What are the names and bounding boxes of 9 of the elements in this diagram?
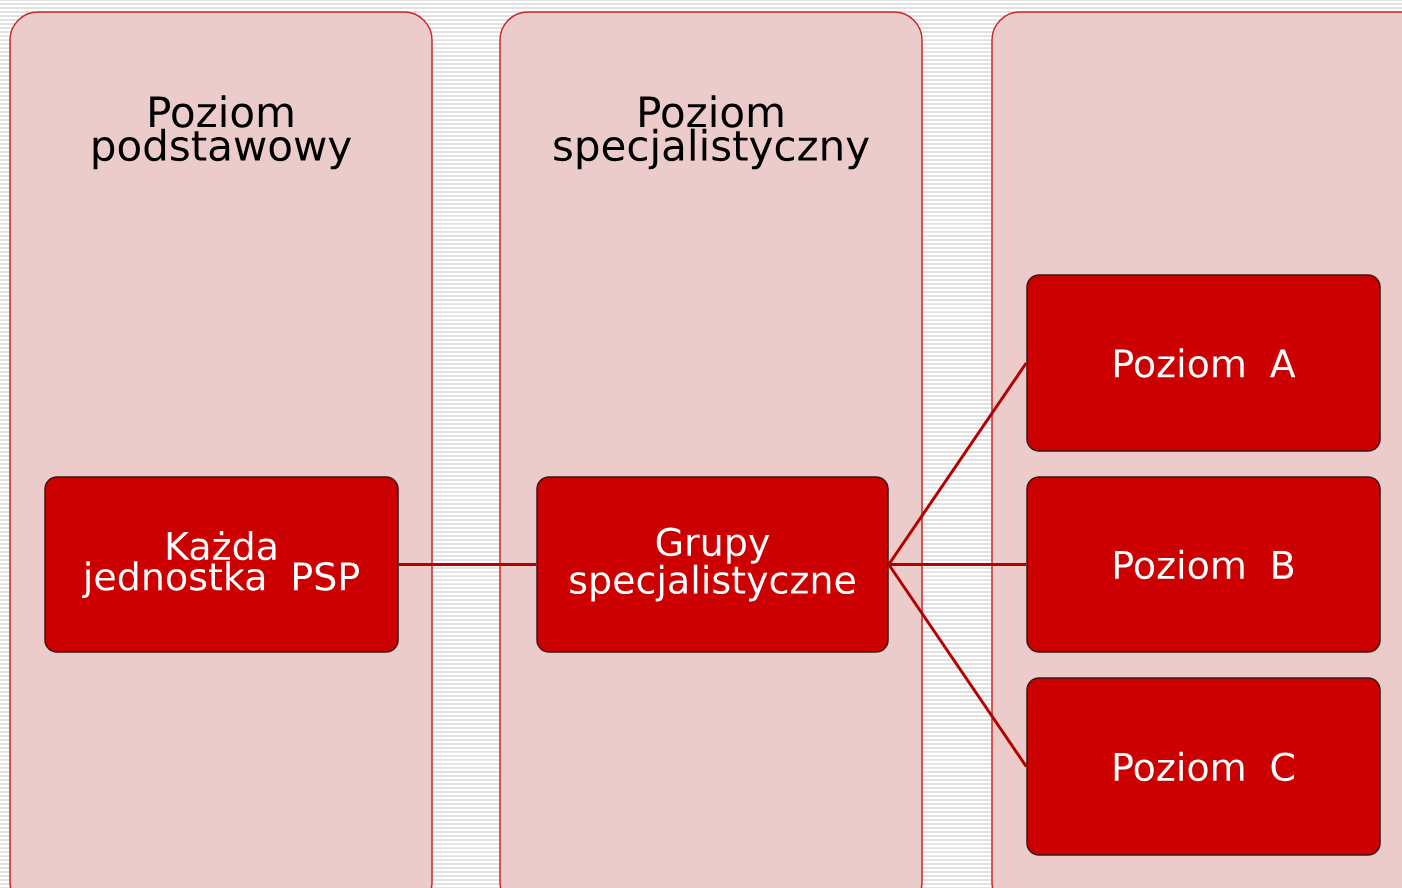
connector-line: [887, 362, 1028, 566]
connector-line: [887, 563, 1028, 768]
process-box: Poziom C: [1026, 677, 1381, 856]
process-box: Poziom B: [1026, 476, 1381, 653]
connector-line: [398, 563, 537, 566]
connector-line: [888, 563, 1027, 566]
process-box: Każda jednostka PSP: [44, 476, 399, 653]
process-box: Poziom A: [1026, 274, 1381, 452]
process-box: Grupy specjalistyczne: [536, 476, 889, 653]
